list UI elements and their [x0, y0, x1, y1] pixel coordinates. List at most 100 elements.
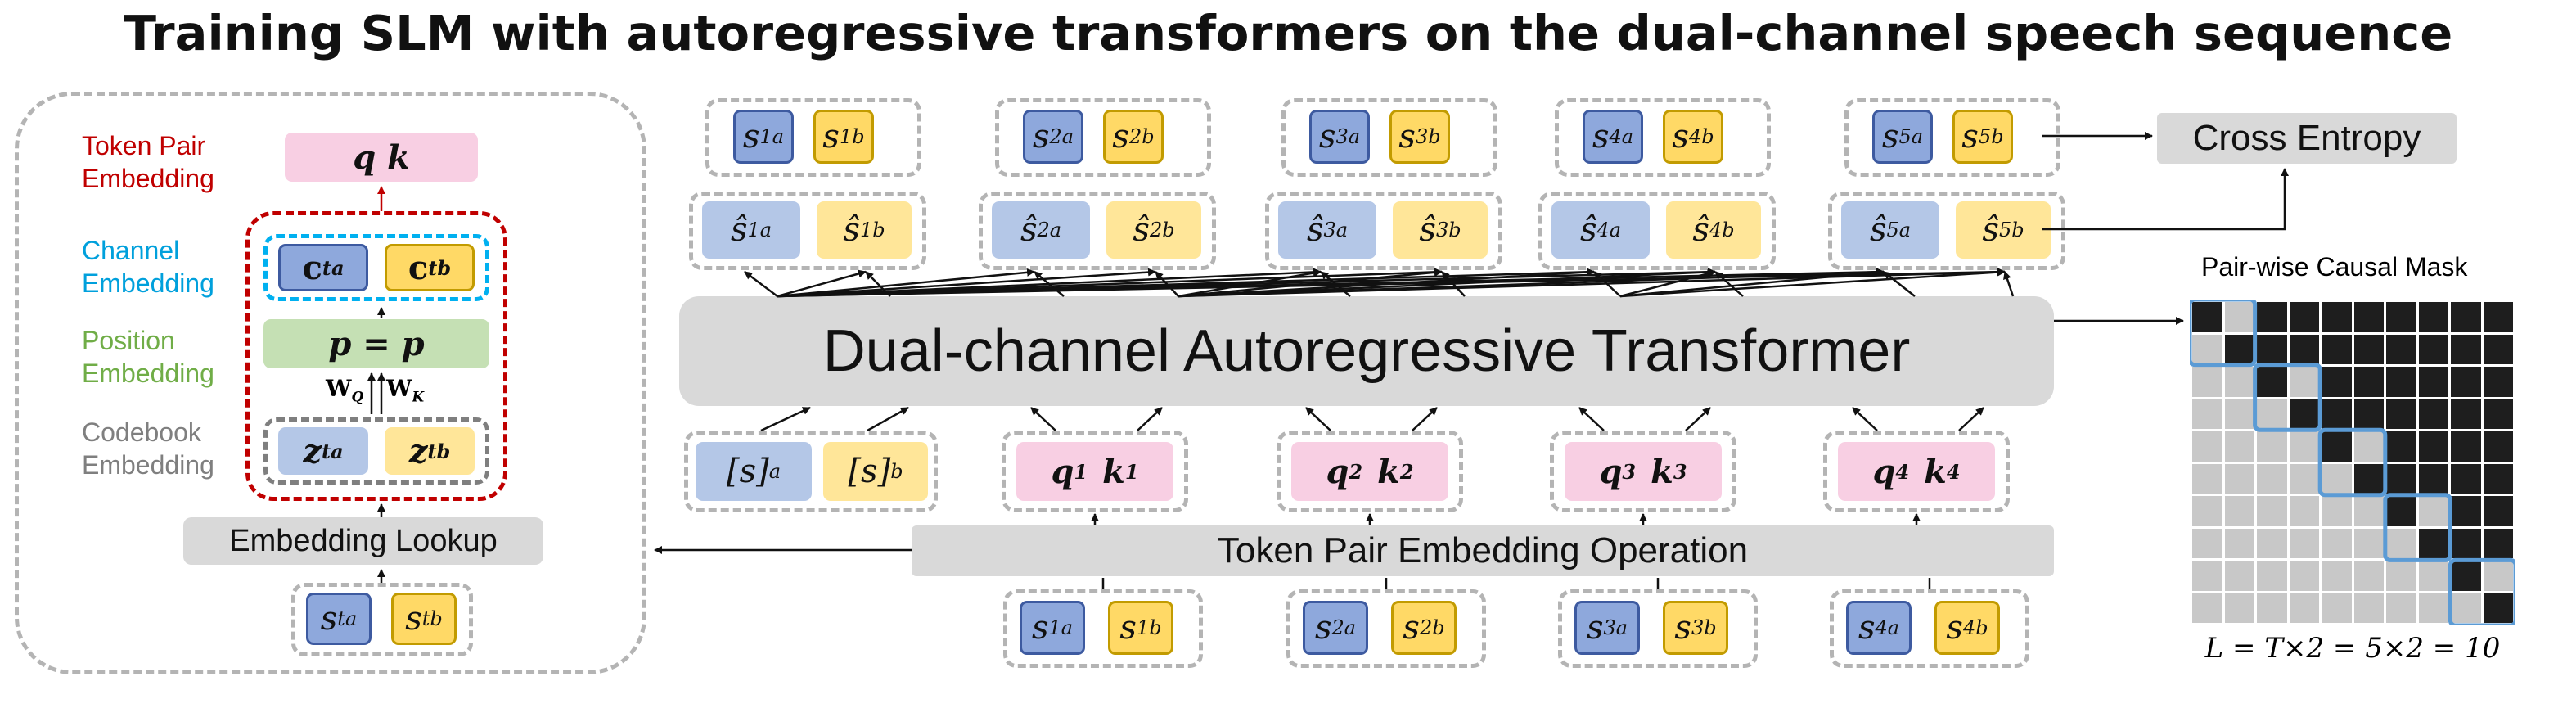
mask-cell	[2289, 334, 2319, 364]
token-letter: ŝ	[1419, 211, 1436, 249]
token-letter: ŝ	[1692, 211, 1709, 249]
mask-cell	[2483, 496, 2513, 526]
mask-cell	[2418, 431, 2448, 462]
mask-cell	[2192, 561, 2222, 591]
channel-embedding-label: Channel Embedding	[82, 236, 214, 298]
position-eq-text: p = p	[328, 324, 425, 363]
arrow-transformer-to-pred-5-1	[1619, 268, 2006, 298]
mask-cell	[2418, 463, 2448, 494]
token-pair-op-text: Token Pair Embedding Operation	[1217, 530, 1749, 570]
mask-cell	[2386, 528, 2416, 558]
input-pair-4	[1830, 589, 2029, 668]
transformer-block: Dual-channel Autoregressive Transformer	[679, 296, 2054, 406]
mask-cell	[2418, 399, 2448, 429]
mask-cell	[2289, 399, 2319, 429]
token-sub: 3	[1323, 219, 1336, 241]
sup-a: a	[331, 439, 344, 463]
token-sub: 1	[1136, 616, 1150, 639]
mask-cell	[2224, 593, 2254, 623]
token-letter: s	[1674, 609, 1691, 647]
mask-cell	[2386, 367, 2416, 397]
token-letter: s	[1398, 118, 1416, 156]
q-letter: q	[1599, 452, 1623, 491]
mask-cell	[2353, 334, 2384, 364]
mask-cell	[2257, 367, 2287, 397]
token-letter: s	[742, 118, 760, 156]
prediction-pair-1	[689, 192, 926, 270]
mask-cell	[2289, 496, 2319, 526]
mask-cell	[2483, 528, 2513, 558]
mask-cell	[2289, 561, 2319, 591]
sub-t: t	[337, 607, 345, 630]
page-title: Training SLM with autoregressive transfo…	[123, 5, 2453, 61]
token-pair-qk-box: q k	[285, 133, 478, 182]
token-sub: 1	[1048, 616, 1061, 639]
arrow-transformer-to-pred-1-1	[777, 269, 867, 298]
token-sup: a	[1911, 125, 1924, 148]
token-sub: 4	[1962, 616, 1976, 639]
qk-pair-3	[1550, 431, 1736, 512]
k-letter: k	[1651, 452, 1673, 491]
token-pair-embedding-label: Token Pair Embedding	[82, 131, 214, 193]
token-sup: a	[1615, 616, 1628, 639]
mask-cell	[2192, 431, 2222, 462]
token-sub: 5	[1886, 219, 1899, 241]
token-sub: 4	[1609, 125, 1622, 148]
token-letter: s	[1946, 609, 1963, 647]
token-letter: s	[822, 118, 840, 156]
codebook-b-text: z	[408, 431, 428, 471]
mask-cell	[2257, 593, 2287, 623]
token-letter: s	[1961, 118, 1979, 156]
sup-a: a	[331, 255, 345, 280]
sub-t: t	[428, 255, 438, 280]
k-sub: 1	[1124, 459, 1139, 484]
embedding-lookup-text: Embedding Lookup	[229, 523, 498, 558]
mask-cell	[2418, 561, 2448, 591]
mask-cell	[2386, 431, 2416, 462]
mask-cell	[2386, 302, 2416, 332]
token-sup: b	[1142, 125, 1155, 148]
mask-cell	[2322, 528, 2352, 558]
token-sub: 3	[1415, 125, 1429, 148]
token-sub: 5	[1978, 125, 1992, 148]
token-sub: 1	[859, 219, 873, 241]
arrow-k-1	[1137, 407, 1163, 431]
mask-cell	[2483, 463, 2513, 494]
token-sup: b	[1428, 125, 1441, 148]
token-sup: b	[1149, 616, 1162, 639]
input-pair-3	[1558, 589, 1758, 668]
mask-cell	[2451, 302, 2481, 332]
mask-cell	[2224, 528, 2254, 558]
q-sub: 2	[1349, 459, 1363, 484]
arrow-q-3	[1578, 407, 1605, 431]
arrow-k-2	[1412, 407, 1438, 431]
prediction-pair-3	[1265, 192, 1502, 270]
mask-cell	[2257, 399, 2287, 429]
q-letter: q	[1872, 452, 1896, 491]
token-letter: s	[1032, 118, 1050, 156]
mask-pair-highlight	[2253, 363, 2322, 432]
token-sup: b	[1704, 616, 1717, 639]
mask-cell	[2353, 463, 2384, 494]
wk-sub: K	[412, 388, 425, 405]
token-sup: b	[1162, 219, 1175, 241]
qk-pair-2	[1277, 431, 1463, 512]
token-letter: s	[320, 600, 338, 638]
mask-cell	[2257, 431, 2287, 462]
mask-cell	[2418, 302, 2448, 332]
qk-pair-4	[1823, 431, 2010, 512]
q-sub: 4	[1895, 459, 1910, 484]
token-sup: b	[872, 219, 885, 241]
token-sup: a	[1621, 125, 1634, 148]
